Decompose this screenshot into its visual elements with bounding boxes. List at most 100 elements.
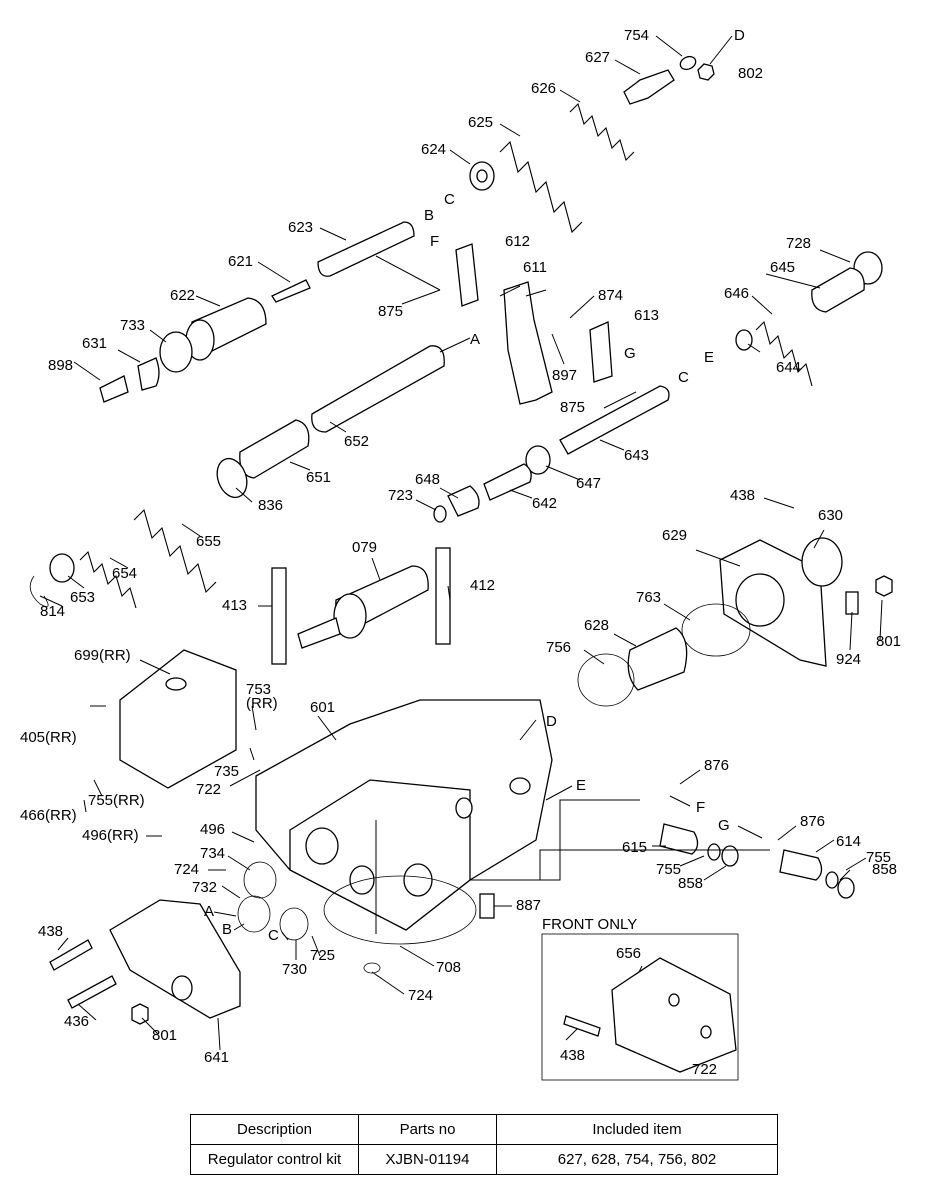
callout: 898 <box>48 357 73 374</box>
callout: 858 <box>678 875 703 892</box>
callout: 630 <box>818 507 843 524</box>
callout: 897 <box>552 367 577 384</box>
callout: 735 <box>214 763 239 780</box>
callout: 466(RR) <box>20 807 77 824</box>
table-row: Regulator control kit XJBN-01194 627, 62… <box>190 1144 778 1175</box>
kit-table: Description Parts no Included item Regul… <box>190 1114 778 1175</box>
callout: A <box>470 331 480 348</box>
callout: 755 <box>866 849 891 866</box>
left-spring-group <box>29 508 217 609</box>
callout: C <box>678 369 689 386</box>
callout: 613 <box>634 307 659 324</box>
leader-lines <box>39 35 883 1061</box>
callout: 631 <box>82 335 107 352</box>
callout: 623 <box>288 219 313 236</box>
parts-exploded-diagram: 754 D 627 802 626 625 624 C 623 B F 612 … <box>20 27 901 1081</box>
callout: 621 <box>228 253 253 270</box>
callout: 924 <box>836 651 861 668</box>
callout: 725 <box>310 947 335 964</box>
callout: 614 <box>836 833 861 850</box>
callout: 611 <box>523 259 547 276</box>
callout: 724 <box>408 987 433 1004</box>
right-spring-group <box>735 251 883 387</box>
callout: 733 <box>120 317 145 334</box>
callout: 653 <box>70 589 95 606</box>
callout: 722 <box>196 781 221 798</box>
callout: 615 <box>622 839 647 856</box>
callout: 436 <box>64 1013 89 1030</box>
callout: 728 <box>786 235 811 252</box>
callout: 612 <box>505 233 530 250</box>
callout: 496(RR) <box>82 827 139 844</box>
column-header: Parts no <box>358 1114 497 1145</box>
callout: 754 <box>624 27 649 44</box>
spool-623-group <box>99 221 415 403</box>
callout: D <box>734 27 745 44</box>
callout: 644 <box>776 359 801 376</box>
callout: E <box>704 349 714 366</box>
callout: 642 <box>532 495 557 512</box>
callout: 412 <box>470 577 495 594</box>
cover-641-group <box>49 899 241 1025</box>
callout: 626 <box>531 80 556 97</box>
callout: 801 <box>152 1027 177 1044</box>
callout: 836 <box>258 497 283 514</box>
callout: 654 <box>112 565 137 582</box>
callout: 656 <box>616 945 641 962</box>
top-spring-assembly <box>469 55 715 234</box>
callout: 753 <box>246 681 271 698</box>
callout: 601 <box>310 699 335 716</box>
callout: 438 <box>560 1047 585 1064</box>
oring-group <box>237 861 381 974</box>
main-housing <box>119 649 553 945</box>
callout: C <box>268 927 279 944</box>
cover-629-group <box>577 537 893 707</box>
column-header: Included item <box>496 1114 778 1145</box>
table-header-row: Description Parts no Included item <box>190 1114 778 1145</box>
callout: 723 <box>388 487 413 504</box>
callout: 648 <box>415 471 440 488</box>
table-cell: 627, 628, 754, 756, 802 <box>496 1144 778 1175</box>
callout: 079 <box>352 539 377 556</box>
callout: 874 <box>598 287 623 304</box>
callout: 655 <box>196 533 221 550</box>
callout: 876 <box>800 813 825 830</box>
callout: F <box>696 799 705 816</box>
callout: 652 <box>344 433 369 450</box>
callout: F <box>430 233 439 250</box>
callout: G <box>624 345 636 362</box>
callout: 699(RR) <box>74 647 131 664</box>
solenoid-group <box>271 547 451 665</box>
callout-labels: 754 D 627 802 626 625 624 C 623 B F 612 … <box>20 27 901 1078</box>
callout: 438 <box>38 923 63 940</box>
callout: 858 <box>872 861 897 878</box>
callout: 641 <box>204 1049 229 1066</box>
table-cell: XJBN-01194 <box>358 1144 497 1175</box>
column-header: Description <box>190 1114 359 1145</box>
callout: 730 <box>282 961 307 978</box>
callout: 802 <box>738 65 763 82</box>
inset-label: FRONT ONLY <box>542 916 638 933</box>
callout: 628 <box>584 617 609 634</box>
callout: E <box>576 777 586 794</box>
callout: 496 <box>200 821 225 838</box>
callout: 627 <box>585 49 610 66</box>
callout: 887 <box>516 897 541 914</box>
callout: 763 <box>636 589 661 606</box>
callout: 755 <box>656 861 681 878</box>
callout: B <box>424 207 434 224</box>
callout: 814 <box>40 603 65 620</box>
callout: B <box>222 921 232 938</box>
callout: (RR) <box>246 695 278 712</box>
callout: 647 <box>576 475 601 492</box>
callout: 801 <box>876 633 901 650</box>
callout: 622 <box>170 287 195 304</box>
callout: 651 <box>306 469 331 486</box>
lever-group <box>455 243 613 405</box>
lower-spool-group <box>433 385 670 523</box>
callout: 625 <box>468 114 493 131</box>
callout: 629 <box>662 527 687 544</box>
callout: 732 <box>192 879 217 896</box>
callout: 734 <box>200 845 225 862</box>
table-cell: Regulator control kit <box>190 1144 359 1175</box>
